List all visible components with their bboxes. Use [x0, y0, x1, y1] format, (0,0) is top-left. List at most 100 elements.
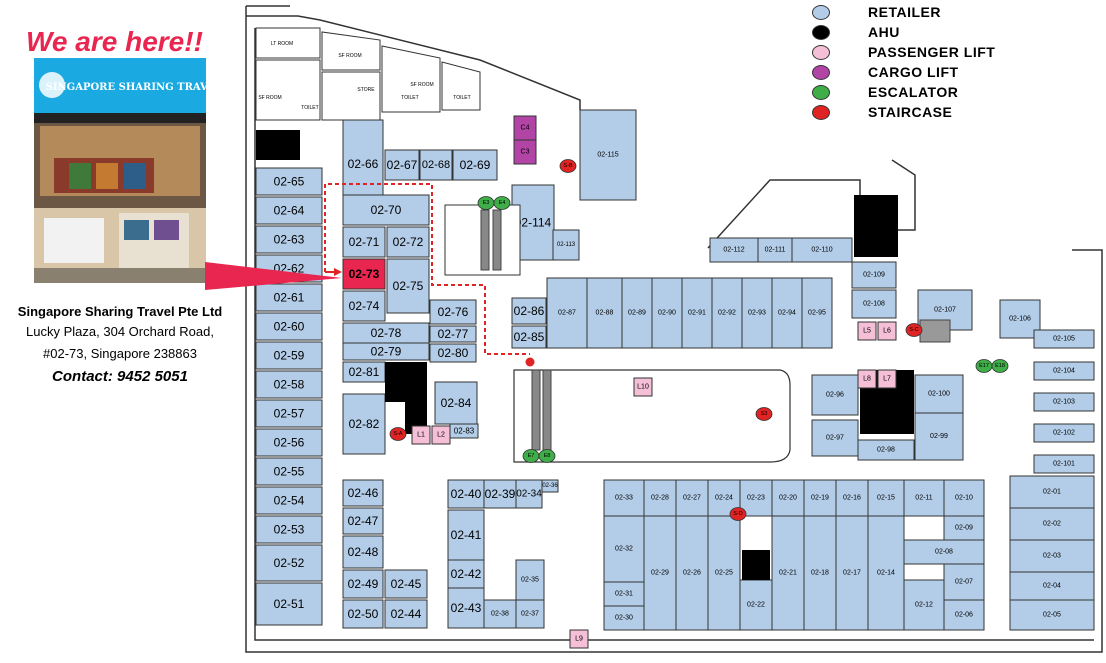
passenger-lift-L2	[431, 425, 451, 445]
svg-text:TOILET: TOILET	[301, 105, 318, 111]
unit-02-33	[603, 479, 645, 517]
unit-02-39	[483, 479, 517, 509]
staircase-label: S-C	[909, 327, 919, 333]
unit-label: 02-75	[393, 279, 424, 293]
unit-label: 02-59	[274, 349, 305, 363]
unit-02-97	[811, 419, 859, 457]
unit-02-34	[515, 479, 543, 509]
unit-label: 02-60	[274, 320, 305, 334]
sign-text: SINGAPORE SHARING TRAVEL	[46, 82, 206, 93]
unit-02-47	[342, 507, 384, 535]
unit-label: 02-48	[348, 545, 379, 559]
escalator-E4	[493, 196, 511, 210]
unit-label: 02-37	[521, 611, 539, 618]
unit-label: 02-25	[715, 570, 733, 577]
ahu-2-B	[742, 550, 770, 580]
unit-02-52	[255, 544, 323, 582]
unit-label: 02-11	[915, 495, 932, 502]
unit-label: 02-80	[438, 346, 469, 360]
escalator-E18	[991, 359, 1009, 373]
unit-label: 02-82	[349, 417, 380, 431]
escalator-label: E4	[499, 200, 506, 206]
unit-label: 02-06	[955, 612, 973, 619]
unit-label: 02-28	[651, 495, 669, 502]
passenger-lift-L9	[569, 629, 589, 649]
cargo-lift-C3	[513, 139, 537, 165]
unit-label: 02-24	[715, 495, 733, 502]
unit-label: 02-69	[460, 158, 491, 172]
unit-label: 02-34	[516, 489, 542, 500]
atrium	[513, 369, 791, 463]
unit-02-86	[511, 297, 547, 325]
unit-02-88	[586, 277, 623, 349]
unit-02-31	[603, 581, 645, 607]
unit-02-61	[255, 283, 323, 312]
unit-02-80	[429, 343, 477, 363]
unit-label: 02-96	[826, 392, 844, 399]
unit-label: 02-101	[1053, 461, 1075, 468]
escalator-E8	[538, 449, 556, 463]
legend-swatch	[812, 5, 830, 20]
address-line-1: Lucky Plaza, 304 Orchard Road,	[26, 324, 214, 339]
passenger-lift-L1	[411, 425, 431, 445]
unit-02-60	[255, 312, 323, 341]
unit-02-75	[386, 258, 430, 314]
unit-02-50	[342, 599, 384, 629]
unit-label: 02-56	[274, 436, 305, 450]
unit-label: 02-87	[558, 310, 576, 317]
escalator-label: E3	[483, 200, 490, 206]
company-name: Singapore Sharing Travel Pte Ltd	[17, 304, 223, 319]
staircase-S-C	[905, 323, 923, 337]
unit-02-46	[342, 479, 384, 507]
shop-photo: SINGAPORE SHARING TRAVEL	[34, 58, 206, 283]
unit-label: 02-15	[877, 495, 895, 502]
unit-label: 02-91	[688, 310, 706, 317]
ahu-label: 2-B	[751, 562, 762, 569]
unit-02-35	[515, 559, 545, 601]
svg-text:SF ROOM: SF ROOM	[338, 53, 361, 59]
unit-label: 02-09	[955, 525, 973, 532]
unit-02-108	[851, 289, 897, 319]
contact-number: Contact: 9452 5051	[52, 368, 188, 385]
unit-02-79	[342, 342, 430, 361]
unit-label: 02-78	[371, 326, 402, 340]
unit-label: 02-08	[935, 549, 953, 556]
unit-02-11	[903, 479, 945, 517]
passenger-lift-label: L6	[883, 328, 891, 335]
unit-label: 02-74	[349, 299, 380, 313]
unit-label: 02-38	[491, 611, 509, 618]
unit-label: 02-18	[811, 570, 829, 577]
unit-label: 02-98	[877, 447, 895, 454]
unit-02-48	[342, 535, 384, 569]
escalator-label: E8	[544, 453, 551, 459]
staircase-S-B	[559, 159, 577, 173]
unit-02-32	[603, 515, 645, 583]
legend-swatch	[812, 85, 830, 100]
unit-label: 02-57	[274, 407, 305, 421]
location-pointer	[205, 262, 342, 290]
ahu-label: 2-3	[871, 223, 881, 230]
unit-label: 02-55	[274, 465, 305, 479]
escalator-label: E7	[528, 453, 535, 459]
unit-label: 02-99	[930, 433, 948, 440]
passenger-lift-L6	[877, 321, 897, 341]
unit-label: 02-42	[451, 567, 482, 581]
unit-02-102	[1033, 423, 1095, 443]
ahu-label: 2-4B	[409, 415, 424, 422]
ahu-2-4A	[385, 362, 427, 402]
unit-label: 02-52	[274, 556, 305, 570]
unit-02-26	[675, 515, 709, 631]
unit-02-40	[447, 479, 485, 509]
unit-label: 02-54	[274, 494, 305, 508]
unit-label: 02-100	[928, 391, 950, 398]
unit-02-03	[1009, 539, 1095, 573]
passenger-lift-label: L10	[637, 384, 649, 391]
unit-02-64	[255, 196, 323, 225]
unit-label: 02-86	[514, 304, 545, 318]
staircase-label: S-B	[563, 163, 573, 169]
legend-swatch	[812, 45, 830, 60]
unit-02-09	[943, 515, 985, 541]
unit-label: 02-84	[441, 396, 472, 410]
passenger-lift-label: L5	[863, 328, 871, 335]
unit-label: 02-113	[557, 242, 576, 248]
